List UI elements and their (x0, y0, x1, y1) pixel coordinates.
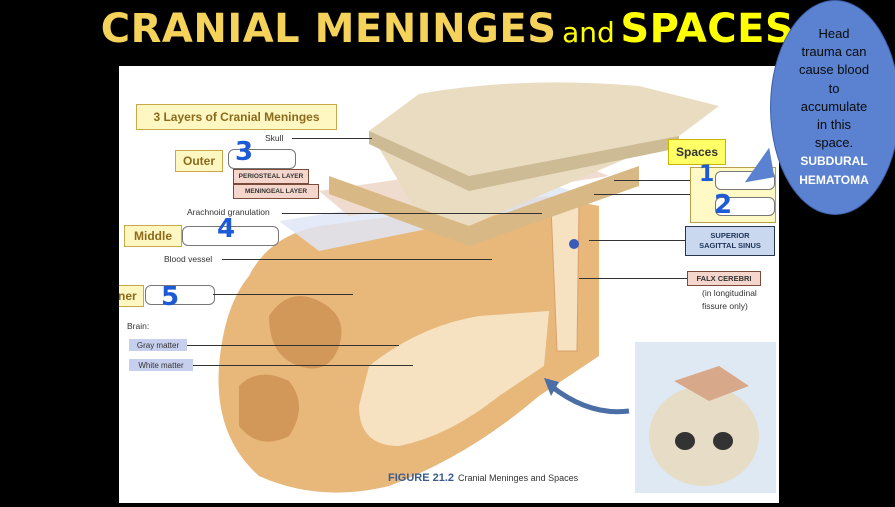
handwritten-2: 2 (714, 190, 733, 220)
title-main: CRANIAL MENINGES (100, 6, 557, 52)
superior-sagittal-sinus-label: SUPERIOR SAGITTAL SINUS (685, 226, 775, 256)
arachnoid-label: Arachnoid granulation (187, 207, 270, 217)
skull-slab (369, 82, 719, 226)
brain-label: Brain: (127, 321, 150, 331)
blood-vessel-leader (222, 259, 492, 260)
space1-blank (715, 171, 775, 190)
skull-edge (369, 131, 679, 191)
inner-blank (145, 285, 215, 305)
sinus-leader (589, 240, 685, 241)
title-spaces: SPACES (620, 6, 795, 52)
inner-leader (213, 294, 353, 295)
falx-note-2: fissure only) (702, 301, 748, 311)
handwritten-5: 5 (161, 282, 180, 312)
falx-cerebri-label: FALX CEREBRI (687, 271, 761, 286)
arachnoid-leader (282, 213, 542, 214)
space2-leader (594, 194, 690, 195)
meninges-diagram: 3 Layers of Cranial Meninges Skull Outer… (119, 66, 779, 503)
callout-text: Head trauma can cause blood to accumulat… (798, 26, 870, 187)
middle-blank (182, 226, 279, 246)
blood-vessel-label: Blood vessel (164, 254, 213, 264)
white-matter (359, 311, 549, 446)
gray-gyri (239, 296, 342, 442)
gray-matter-leader (187, 345, 399, 346)
skull-leader (292, 138, 372, 139)
falx-note-1: (in longitudinal (702, 288, 757, 298)
slide-title: CRANIAL MENINGES and SPACES (0, 6, 895, 52)
layers-header: 3 Layers of Cranial Meninges (136, 104, 337, 130)
figure-caption-text: Cranial Meninges and Spaces (458, 473, 579, 483)
title-and: and (562, 16, 615, 49)
handwritten-4: 4 (217, 214, 236, 244)
callout-tail (739, 147, 775, 183)
skull-base (329, 166, 639, 246)
spaces-label: Spaces (668, 139, 726, 165)
meningeal-label: MENINGEAL LAYER (233, 184, 319, 199)
outer-blank (228, 149, 296, 169)
periosteal-label: PERIOSTEAL LAYER (233, 169, 309, 184)
white-matter-leader (193, 365, 413, 366)
white-matter-label: White matter (129, 359, 193, 371)
skull-label: Skull (265, 133, 284, 143)
inner-label: Inner (119, 285, 144, 307)
brain-illustration (218, 82, 776, 493)
space2-blank (715, 197, 775, 216)
falx-leader (579, 278, 687, 279)
gray-matter-label: Gray matter (129, 339, 187, 351)
zoom-arrow (549, 384, 630, 415)
handwritten-1: 1 (699, 162, 715, 187)
outer-label: Outer (175, 150, 223, 172)
handwritten-3: 3 (235, 137, 254, 167)
callout-bubble (770, 0, 895, 215)
space1-leader (614, 180, 690, 181)
sinus-vessel (569, 239, 579, 249)
figure-number: FIGURE 21.2 (388, 472, 455, 484)
middle-label: Middle (124, 225, 182, 247)
